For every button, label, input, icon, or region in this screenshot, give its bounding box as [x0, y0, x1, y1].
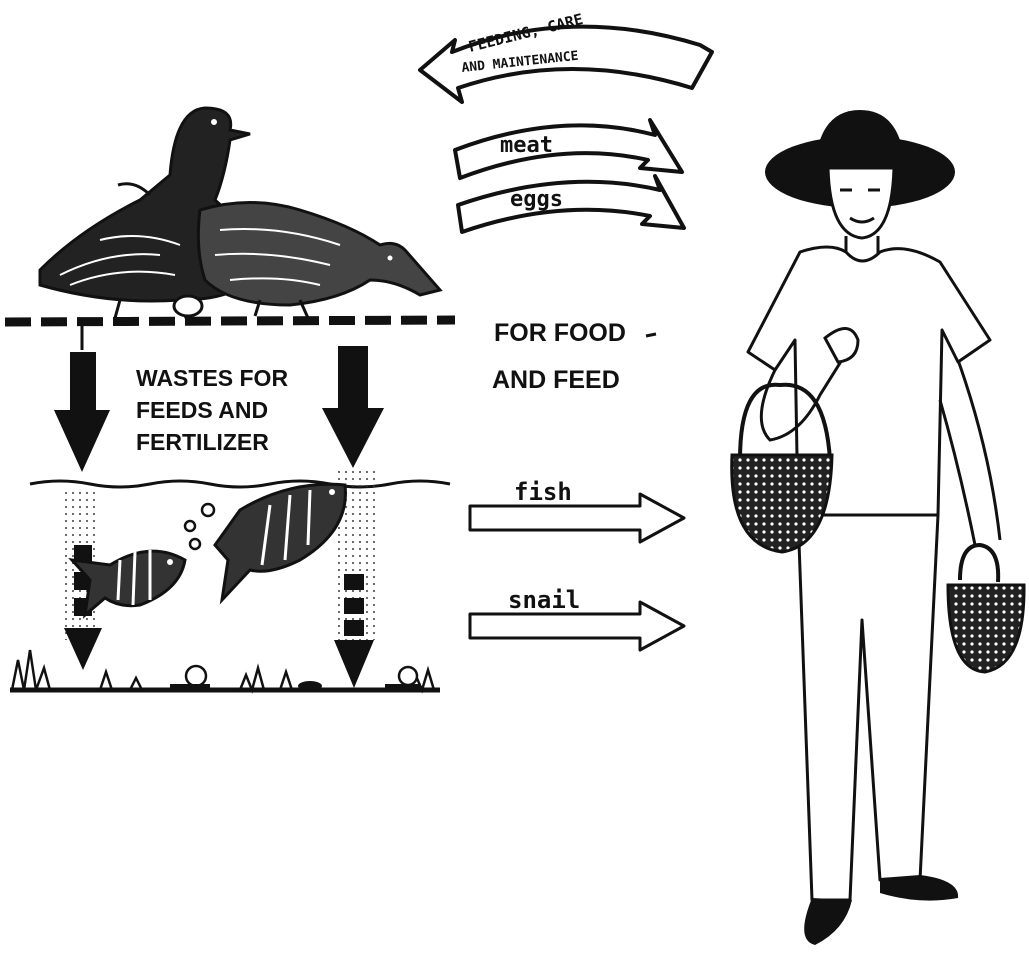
- pond-bottom: [10, 650, 440, 690]
- egg-icon: [174, 296, 202, 316]
- eggs-arrow: eggs: [458, 176, 684, 232]
- fish-label: fish: [514, 478, 572, 506]
- snail-icon: [170, 666, 420, 691]
- waste-arrow-right: [322, 346, 384, 468]
- for-food-label-line2: AND FEED: [492, 366, 620, 394]
- waste-arrow-left: [54, 320, 110, 472]
- feeding-care-arrow: FEEDING, CARE AND MAINTENANCE: [420, 10, 712, 102]
- water-surface: [30, 481, 450, 487]
- duck-icon: [40, 108, 440, 318]
- wastes-label-line3: FERTILIZER: [136, 429, 269, 455]
- eggs-label: eggs: [510, 187, 563, 212]
- snail-arrow: snail: [470, 586, 684, 650]
- for-food-label-line1: FOR FOOD: [494, 319, 626, 347]
- snail-label: snail: [508, 586, 580, 614]
- ground-line: [5, 320, 455, 322]
- fish-arrow: fish: [470, 478, 684, 542]
- meat-label: meat: [500, 133, 553, 158]
- wastes-label-line2: FEEDS AND: [136, 397, 268, 423]
- meat-arrow: meat: [455, 120, 682, 178]
- wastes-label-line1: WASTES FOR: [136, 365, 288, 391]
